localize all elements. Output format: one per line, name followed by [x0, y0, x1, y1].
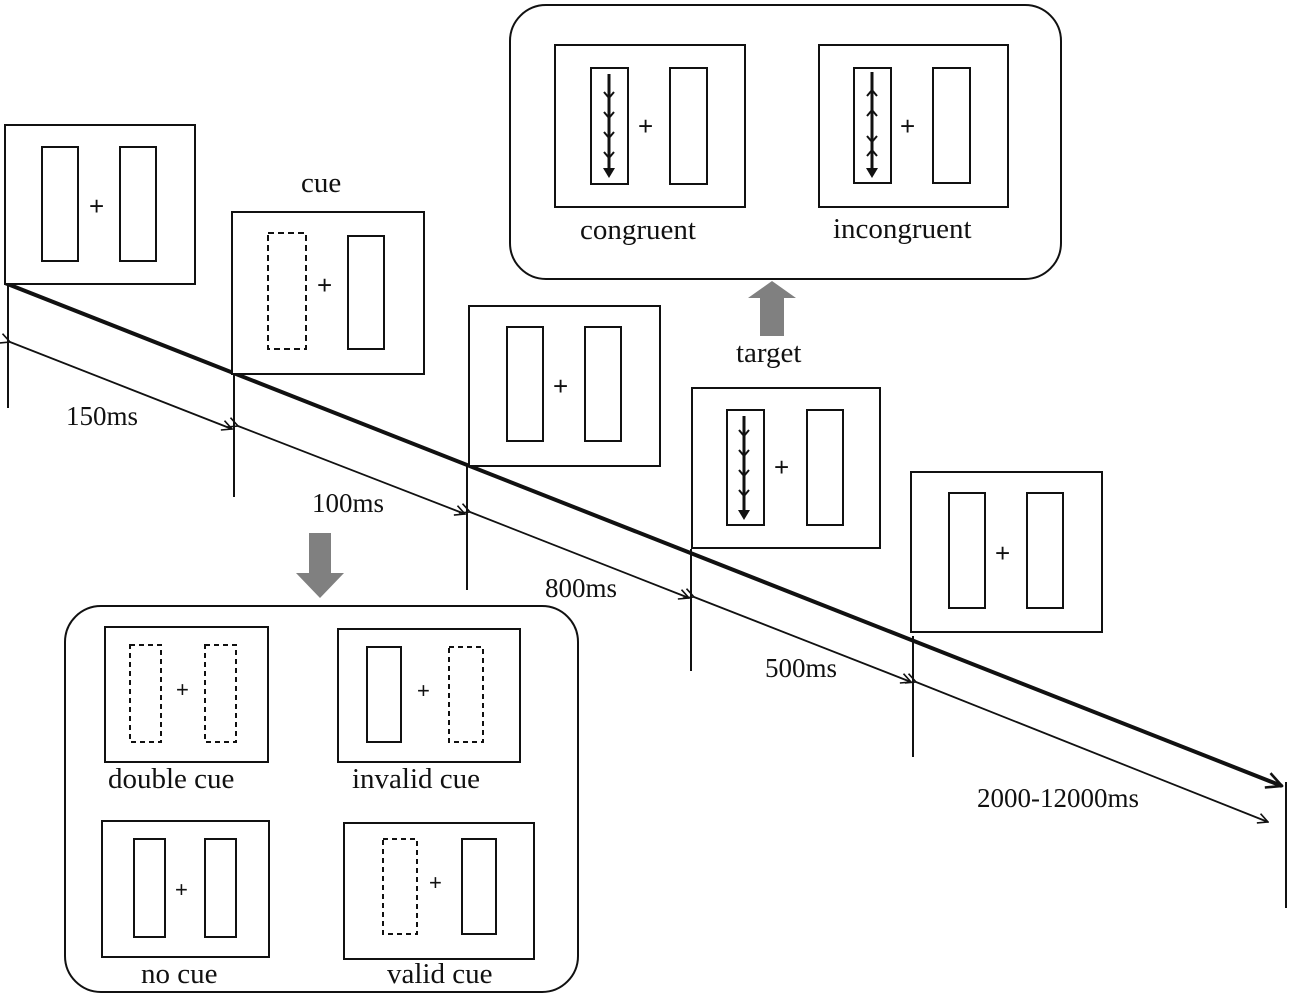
down-arrow-icon [296, 533, 344, 598]
fixation-cross: + [638, 111, 653, 141]
fixation-cross: + [89, 191, 104, 221]
fixation-cross: + [176, 677, 189, 702]
fixation-cross: + [774, 452, 789, 482]
fixation-cross: + [429, 870, 442, 895]
target-label: target [736, 337, 802, 369]
down-arrows-congruent-icon [603, 74, 615, 178]
fixation-cross: + [175, 877, 188, 902]
label-congruent: congruent [580, 214, 696, 246]
cue-valid: + [343, 822, 535, 960]
duration-arrow-800 [470, 512, 689, 598]
fixation-cross: + [417, 678, 430, 703]
target-congruent: + [554, 44, 746, 208]
duration-label-final: 2000-12000ms [977, 783, 1139, 813]
fixation-cross: + [553, 371, 568, 401]
duration-label-500: 500ms [765, 653, 837, 683]
label-incongruent: incongruent [833, 213, 972, 245]
label-no-cue: no cue [141, 958, 218, 990]
duration-arrows [10, 342, 1268, 822]
label-valid-cue: valid cue [387, 958, 492, 990]
fixation-cross: + [995, 538, 1010, 568]
screen-fixation-2: + [468, 305, 661, 467]
cue-none: + [101, 820, 270, 958]
screen-target: + [691, 387, 881, 549]
fixation-cross: + [900, 111, 915, 141]
cue-types-panel: + double cue + invalid cue + no cue + va… [64, 605, 579, 993]
duration-label-800: 800ms [545, 573, 617, 603]
cue-double: + [104, 626, 269, 763]
duration-arrow-100 [238, 426, 465, 514]
label-double-cue: double cue [108, 763, 234, 795]
screen-cue: + [231, 211, 425, 375]
mixed-arrows-incongruent-icon [866, 72, 878, 178]
duration-arrow-500 [694, 597, 911, 682]
cue-invalid: + [337, 628, 521, 763]
down-arrow-flanker-icon [738, 416, 750, 520]
fixation-cross: + [317, 270, 332, 300]
target-incongruent: + [818, 44, 1009, 208]
cue-label: cue [301, 167, 341, 199]
screen-fixation-1: + [4, 124, 196, 285]
up-arrow-icon [748, 281, 796, 336]
duration-arrow-150 [10, 342, 232, 429]
label-invalid-cue: invalid cue [352, 763, 480, 795]
screen-fixation-3: + [910, 471, 1103, 633]
target-types-panel: + congruent + incongruent [509, 4, 1062, 280]
duration-label-100: 100ms [312, 488, 384, 518]
duration-arrow-final [916, 682, 1268, 822]
duration-label-150: 150ms [66, 401, 138, 431]
